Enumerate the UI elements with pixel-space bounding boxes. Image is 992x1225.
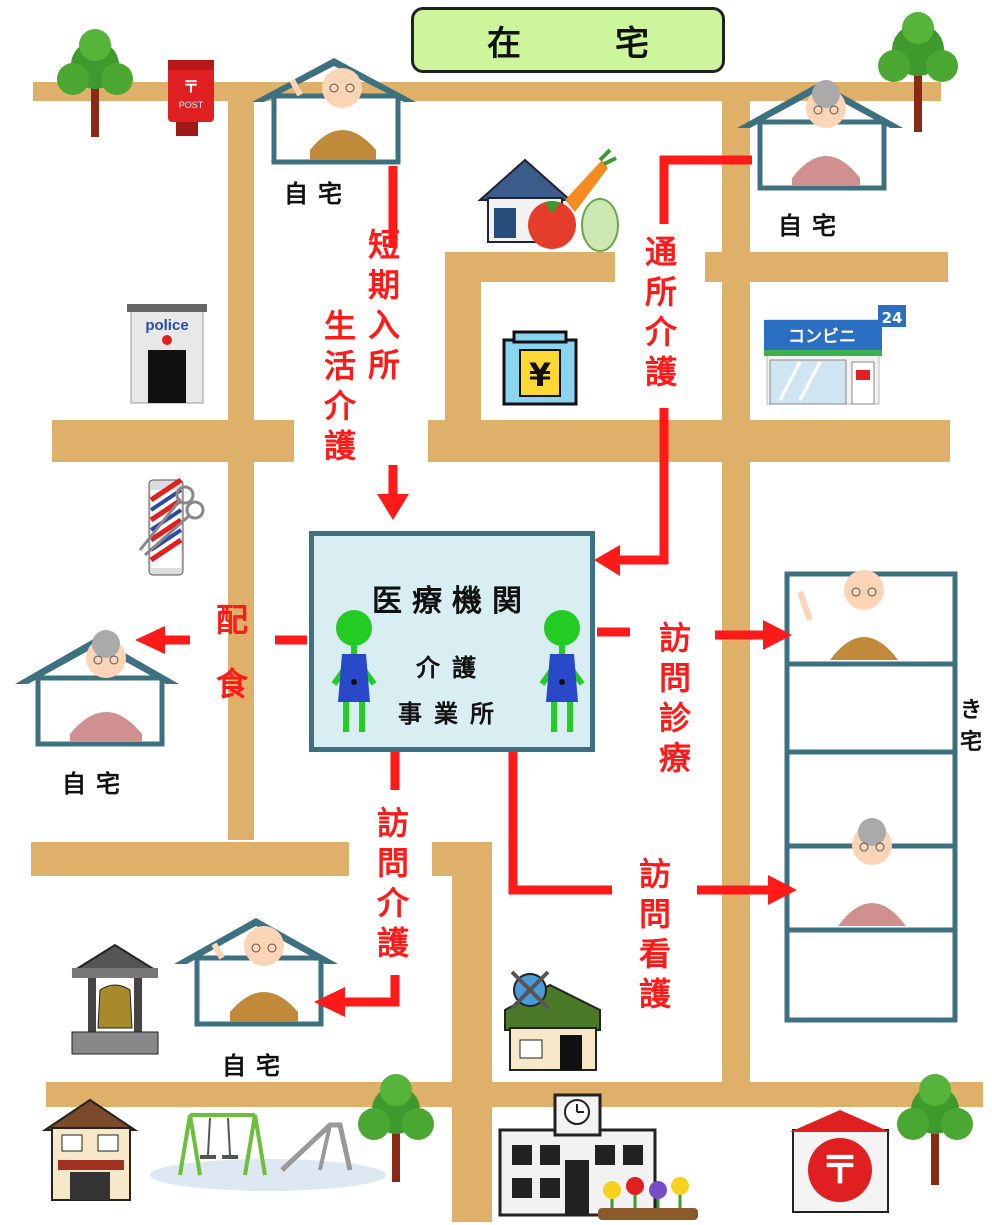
road-right-vertical [722, 95, 750, 1085]
arrowhead-day-care [594, 545, 620, 576]
bank-icon: ¥ [502, 330, 578, 406]
grocery-store-icon [477, 148, 619, 252]
road-lower-left-horizontal [31, 842, 349, 876]
tree-icon [358, 1074, 434, 1182]
svg-text:〒: 〒 [183, 77, 199, 96]
konbini-hours-label: 24 [882, 309, 903, 327]
arrow-heads [135, 494, 797, 1017]
home-label-top-right: 自宅 [778, 212, 846, 240]
restaurant-icon [504, 970, 601, 1071]
service-short-stay-line1: 短期入所 [367, 226, 400, 384]
road-left-vertical [228, 95, 254, 840]
police-station-icon: police [127, 304, 207, 404]
center-title: 医療機関 [372, 584, 532, 619]
roads [31, 82, 983, 1222]
road-mid-right-horizontal [428, 420, 950, 462]
bank-yen-label: ¥ [529, 356, 551, 394]
tree-icon [57, 29, 133, 137]
house-icon-top-right [737, 80, 903, 191]
house-icon-bottom [174, 918, 338, 1027]
svg-text:〒: 〒 [821, 1148, 859, 1192]
road-mid-left-horizontal [52, 420, 294, 462]
apartment-building-icon [784, 570, 958, 1023]
house-icon-mid-left [15, 630, 179, 747]
playground-icon [150, 1113, 386, 1191]
arrowhead-meal [135, 626, 165, 654]
home-label-top-left: 自宅 [284, 180, 352, 208]
service-short-stay-line2: 生活介護 [323, 307, 356, 465]
center-subtitle-line2: 事業所 [398, 700, 506, 728]
service-home-visit-care: 訪問介護 [376, 804, 409, 962]
road-upper-middle-vertical [445, 252, 481, 422]
road-lower-middle-vertical [452, 842, 492, 1222]
staff-icon-left [331, 610, 377, 732]
tree-icon [878, 12, 958, 132]
arrowhead-visit-medical [763, 620, 792, 650]
service-home-visit-medical: 訪問診療 [658, 619, 691, 777]
arrow-day-care [620, 155, 752, 565]
arrow-visit-medical [597, 627, 765, 640]
post-label: POST [179, 100, 204, 110]
center-subtitle-line1: 介護 [416, 654, 488, 682]
home-label-mid-left: 自宅 [62, 770, 130, 798]
service-home-visit-nursing: 訪問看護 [638, 855, 671, 1013]
service-meal-delivery: 配食 [215, 601, 248, 703]
road-lower-middle-horizontal [432, 842, 492, 876]
apartment-label: き宅 [960, 698, 983, 755]
service-day-care: 通所介護 [644, 233, 677, 391]
arrowhead-visit-nursing [768, 875, 797, 905]
arrow-visit-nursing [508, 752, 770, 895]
convenience-store-icon: コンビニ 24 [764, 305, 906, 405]
road-top [33, 82, 941, 101]
shop-icon [41, 1098, 139, 1201]
staff-icon-right [539, 610, 585, 732]
arrow-visit-care [345, 752, 400, 1007]
arrowhead-visit-care [314, 987, 345, 1017]
page-title: 在 宅 [411, 7, 725, 73]
home-label-bottom: 自宅 [222, 1052, 290, 1080]
post-office-icon: 〒 [790, 1110, 890, 1213]
police-label: police [145, 317, 188, 334]
medical-care-center: 医療機関 介護 事業所 [309, 531, 595, 752]
house-icon-top-left [252, 58, 416, 165]
tree-icon [897, 1074, 973, 1185]
school-icon [498, 1093, 698, 1220]
post-box-icon: 〒 POST [168, 60, 214, 136]
konbini-label: コンビニ [788, 327, 856, 347]
temple-bell-icon [71, 943, 159, 1055]
barber-pole-icon [138, 477, 205, 576]
arrowhead-short-stay [377, 494, 409, 520]
road-bottom [46, 1082, 983, 1107]
